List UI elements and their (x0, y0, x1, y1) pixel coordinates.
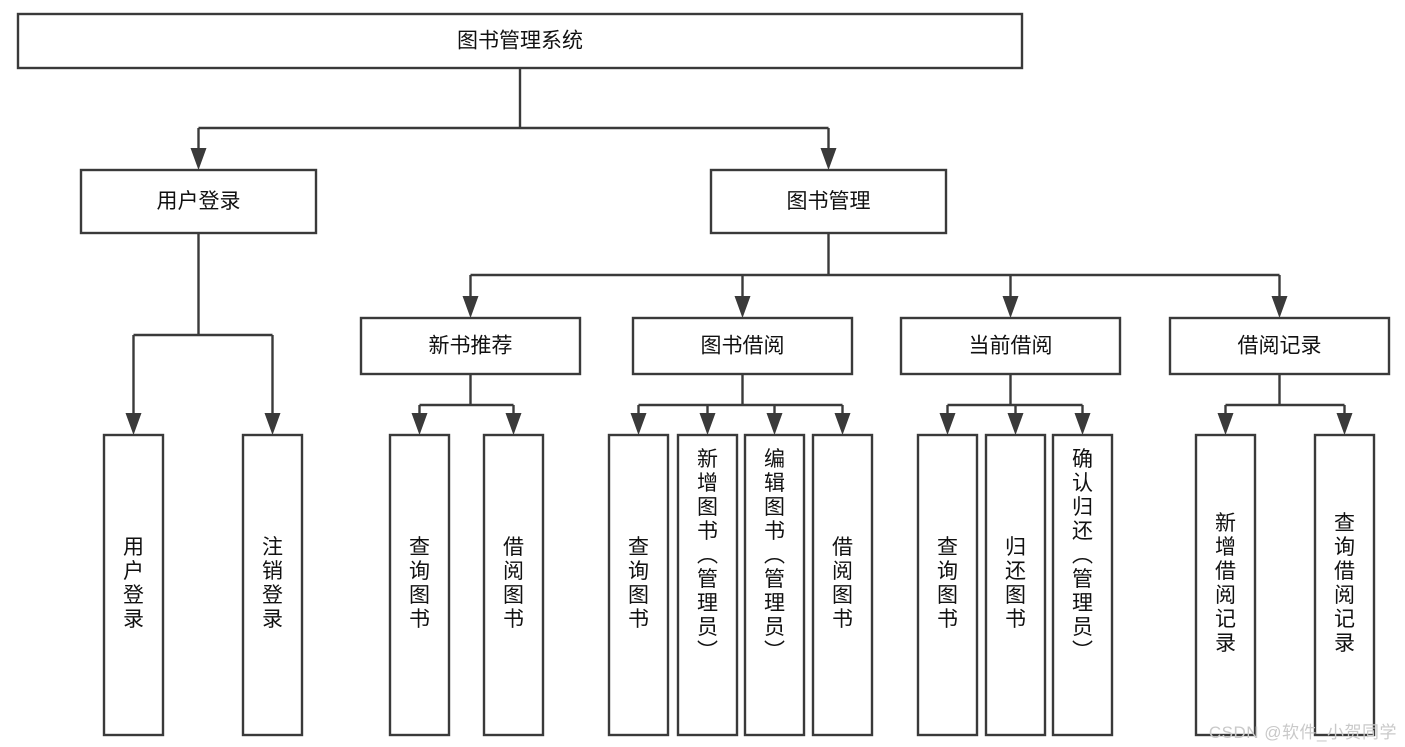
node-n_new_rec[interactable]: 新书推荐 (359, 316, 582, 376)
arrow-head-icon (939, 413, 956, 435)
node-box[interactable] (482, 433, 545, 737)
node-l_bq[interactable]: 查询图书 (607, 433, 670, 737)
node-label: 查询借阅记录 (1334, 512, 1355, 655)
node-n_records[interactable]: 借阅记录 (1168, 316, 1391, 376)
node-box[interactable] (899, 316, 1122, 376)
node-label: 图书借阅 (701, 335, 785, 358)
arrow-head-icon (699, 413, 716, 435)
node-l_creturn[interactable]: 归还图书 (984, 433, 1047, 737)
node-box[interactable] (1194, 433, 1257, 737)
node-box[interactable] (916, 433, 979, 737)
node-label: 确认归还︵管理员︶ (1072, 448, 1093, 663)
node-label: 归还图书 (1005, 536, 1026, 631)
node-root[interactable]: 图书管理系统 (16, 12, 1024, 70)
node-label: 新书推荐 (429, 335, 513, 358)
edges-layer (125, 68, 1353, 435)
node-n_user_login[interactable]: 用户登录 (79, 168, 318, 235)
arrow-head-icon (125, 413, 142, 435)
node-l_badd[interactable]: 新增图书︵管理员︶ (676, 433, 739, 737)
node-l_user_login[interactable]: 用户登录 (102, 433, 165, 737)
node-box[interactable] (1051, 433, 1114, 737)
arrow-head-icon (462, 296, 479, 318)
node-box[interactable] (388, 433, 451, 737)
node-label: 查询图书 (409, 536, 430, 631)
edge-group-n_user_login (125, 233, 281, 435)
node-label: 借阅图书 (832, 536, 853, 631)
node-label: 查询图书 (937, 536, 958, 631)
arrow-head-icon (734, 296, 751, 318)
node-l_rquery[interactable]: 查询借阅记录 (1313, 433, 1376, 737)
node-box[interactable] (16, 12, 1024, 70)
nodes-layer: 图书管理系统用户登录图书管理新书推荐图书借阅当前借阅借阅记录用户登录注销登录查询… (16, 12, 1391, 737)
node-label: 编辑图书︵管理员︶ (764, 448, 785, 663)
node-label: 用户登录 (123, 536, 144, 631)
arrow-head-icon (264, 413, 281, 435)
arrow-head-icon (505, 413, 522, 435)
node-l_bedit[interactable]: 编辑图书︵管理员︶ (743, 433, 806, 737)
arrow-head-icon (1271, 296, 1288, 318)
node-box[interactable] (631, 316, 854, 376)
arrow-head-icon (411, 413, 428, 435)
node-l_rec_borrow[interactable]: 借阅图书 (482, 433, 545, 737)
edge-group-n_records (1217, 374, 1353, 435)
node-box[interactable] (1168, 316, 1391, 376)
node-l_bborrow[interactable]: 借阅图书 (811, 433, 874, 737)
node-label: 新增图书︵管理员︶ (697, 448, 718, 663)
node-label: 借阅记录 (1238, 335, 1322, 358)
arrow-head-icon (1074, 413, 1091, 435)
arrow-head-icon (1007, 413, 1024, 435)
node-box[interactable] (359, 316, 582, 376)
node-label: 当前借阅 (969, 335, 1053, 358)
node-l_logout[interactable]: 注销登录 (241, 433, 304, 737)
node-label: 注销登录 (262, 536, 283, 631)
node-label: 用户登录 (157, 190, 241, 213)
node-n_current[interactable]: 当前借阅 (899, 316, 1122, 376)
node-label: 借阅图书 (503, 536, 524, 631)
node-box[interactable] (1313, 433, 1376, 737)
node-box[interactable] (811, 433, 874, 737)
node-label: 新增借阅记录 (1215, 512, 1236, 655)
node-label: 图书管理 (787, 190, 871, 213)
edge-group-n_current (939, 374, 1091, 435)
edge-group-n_book_mgmt (462, 233, 1288, 318)
node-n_borrow[interactable]: 图书借阅 (631, 316, 854, 376)
node-box[interactable] (102, 433, 165, 737)
node-box[interactable] (607, 433, 670, 737)
arrow-head-icon (1002, 296, 1019, 318)
arrow-head-icon (190, 148, 207, 170)
edge-group-n_borrow (630, 374, 851, 435)
node-box[interactable] (241, 433, 304, 737)
arrow-head-icon (834, 413, 851, 435)
node-l_radd[interactable]: 新增借阅记录 (1194, 433, 1257, 737)
node-box[interactable] (79, 168, 318, 235)
edge-group-root (190, 68, 837, 170)
node-l_cconfirm[interactable]: 确认归还︵管理员︶ (1051, 433, 1114, 737)
node-n_book_mgmt[interactable]: 图书管理 (709, 168, 948, 235)
arrow-head-icon (766, 413, 783, 435)
arrow-head-icon (1217, 413, 1234, 435)
node-l_cq[interactable]: 查询图书 (916, 433, 979, 737)
node-l_rec_query[interactable]: 查询图书 (388, 433, 451, 737)
node-label: 图书管理系统 (457, 30, 583, 53)
arrow-head-icon (820, 148, 837, 170)
node-box[interactable] (676, 433, 739, 737)
node-box[interactable] (709, 168, 948, 235)
edge-group-n_new_rec (411, 374, 522, 435)
node-box[interactable] (743, 433, 806, 737)
node-label: 查询图书 (628, 536, 649, 631)
arrow-head-icon (1336, 413, 1353, 435)
node-box[interactable] (984, 433, 1047, 737)
arrow-head-icon (630, 413, 647, 435)
